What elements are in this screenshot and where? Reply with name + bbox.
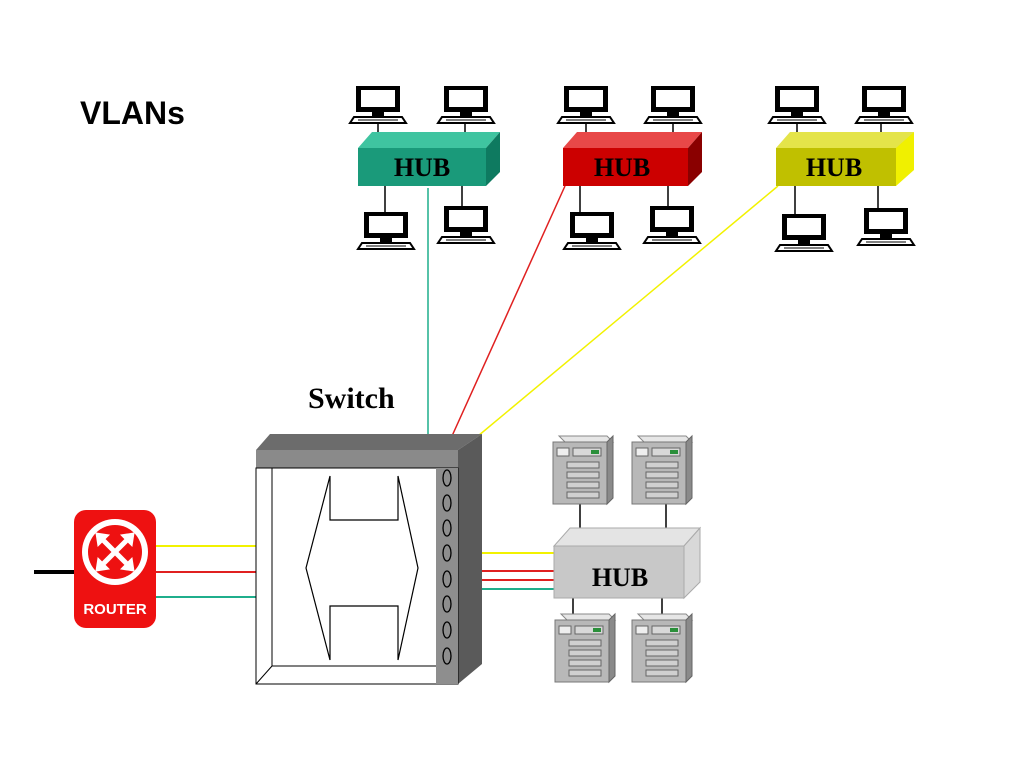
server-hub-cluster: HUB — [552, 435, 702, 683]
router-label: ROUTER — [83, 601, 147, 618]
workstation-icon[interactable] — [437, 85, 495, 124]
red-hub-cluster: HUB — [557, 85, 702, 250]
yellow-hub[interactable]: HUB — [776, 132, 914, 186]
port-icon[interactable] — [442, 469, 452, 487]
server-icon[interactable] — [552, 435, 614, 505]
workstation-icon[interactable] — [855, 85, 913, 124]
workstation-icon[interactable] — [775, 213, 833, 252]
port-icon[interactable] — [442, 647, 452, 665]
port-icon[interactable] — [442, 570, 452, 588]
port-icon[interactable] — [442, 519, 452, 537]
port-icon[interactable] — [442, 621, 452, 639]
router[interactable]: ROUTER — [74, 510, 156, 628]
workstation-icon[interactable] — [644, 85, 702, 124]
workstation-icon[interactable] — [349, 85, 407, 124]
red-hub[interactable]: HUB — [563, 132, 702, 186]
workstation-icon[interactable] — [768, 85, 826, 124]
switch-fabric-icon — [305, 475, 419, 661]
workstation-icon[interactable] — [437, 205, 495, 244]
router-arrows-icon — [95, 532, 135, 572]
server-hub-label: HUB — [592, 563, 648, 592]
workstation-icon[interactable] — [557, 85, 615, 124]
workstation-icon[interactable] — [857, 207, 915, 246]
server-icon[interactable] — [631, 435, 693, 505]
yellow-hub-cluster: HUB — [768, 85, 915, 252]
red-hub-label: HUB — [594, 153, 650, 182]
switch-label: Switch — [308, 382, 395, 415]
port-icon[interactable] — [442, 595, 452, 613]
yellow-hub-label: HUB — [806, 153, 862, 182]
workstation-icon[interactable] — [357, 211, 415, 250]
red-vlan-link — [451, 185, 566, 437]
server-hub[interactable]: HUB — [552, 526, 702, 600]
server-icon[interactable] — [554, 613, 616, 683]
port-icon[interactable] — [442, 494, 452, 512]
vlan-links — [34, 185, 779, 598]
diagram-title: VLANs — [80, 95, 185, 131]
yellow-vlan-link — [477, 185, 779, 437]
port-icon[interactable] — [442, 544, 452, 562]
switch[interactable] — [255, 434, 482, 685]
green-hub-cluster: HUB — [349, 85, 500, 250]
green-hub[interactable]: HUB — [358, 132, 500, 186]
green-hub-label: HUB — [394, 153, 450, 182]
workstation-icon[interactable] — [643, 205, 701, 244]
server-icon[interactable] — [631, 613, 693, 683]
switch-ports — [442, 469, 452, 665]
workstation-icon[interactable] — [563, 211, 621, 250]
